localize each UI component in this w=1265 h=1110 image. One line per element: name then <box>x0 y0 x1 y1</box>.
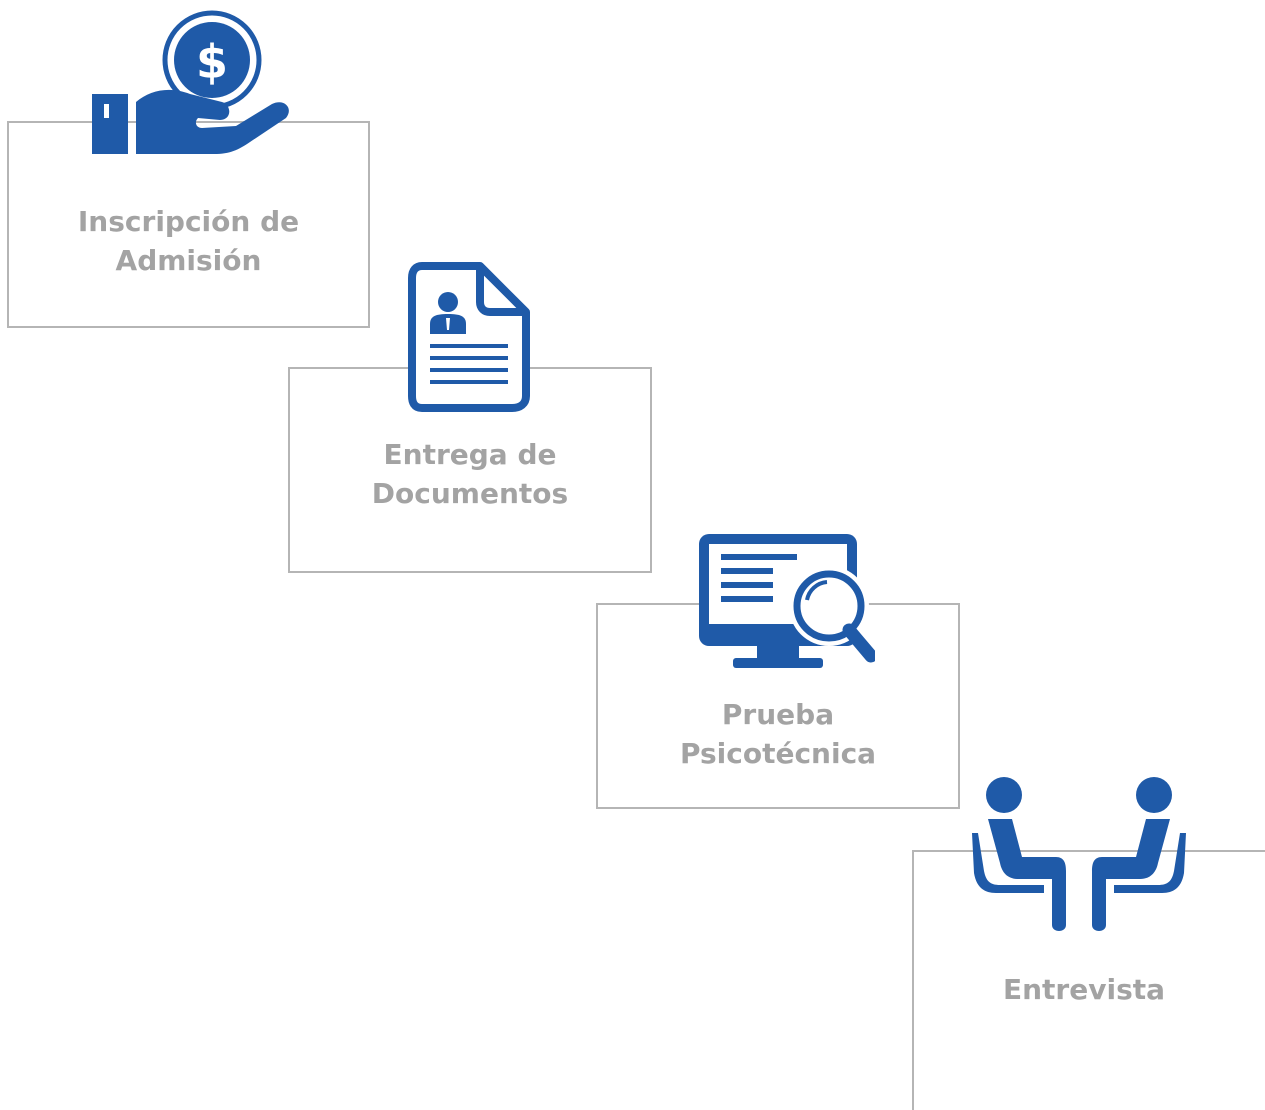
step-label-line: Prueba <box>721 698 835 731</box>
document-profile-icon <box>408 262 532 412</box>
svg-text:$: $ <box>196 35 228 89</box>
step-label-line: Admisión <box>115 244 262 277</box>
step-label-line: Inscripción de <box>77 205 300 238</box>
step-label-line: Entrega de <box>383 438 557 471</box>
step-label-line: Psicotécnica <box>679 737 877 770</box>
step-label: Entrevista <box>914 970 1254 1009</box>
two-people-seated-icon <box>968 775 1190 937</box>
step-card-inscripcion: Inscripción de Admisión <box>7 121 370 328</box>
step-label: Inscripción de Admisión <box>9 202 368 280</box>
step-label-line: Entrevista <box>1002 973 1166 1006</box>
hand-coin-icon: $ <box>90 10 295 155</box>
step-label-line: Documentos <box>371 477 569 510</box>
step-label: Prueba Psicotécnica <box>598 695 958 773</box>
monitor-magnifier-icon <box>695 530 875 672</box>
step-label: Entrega de Documentos <box>290 435 650 513</box>
